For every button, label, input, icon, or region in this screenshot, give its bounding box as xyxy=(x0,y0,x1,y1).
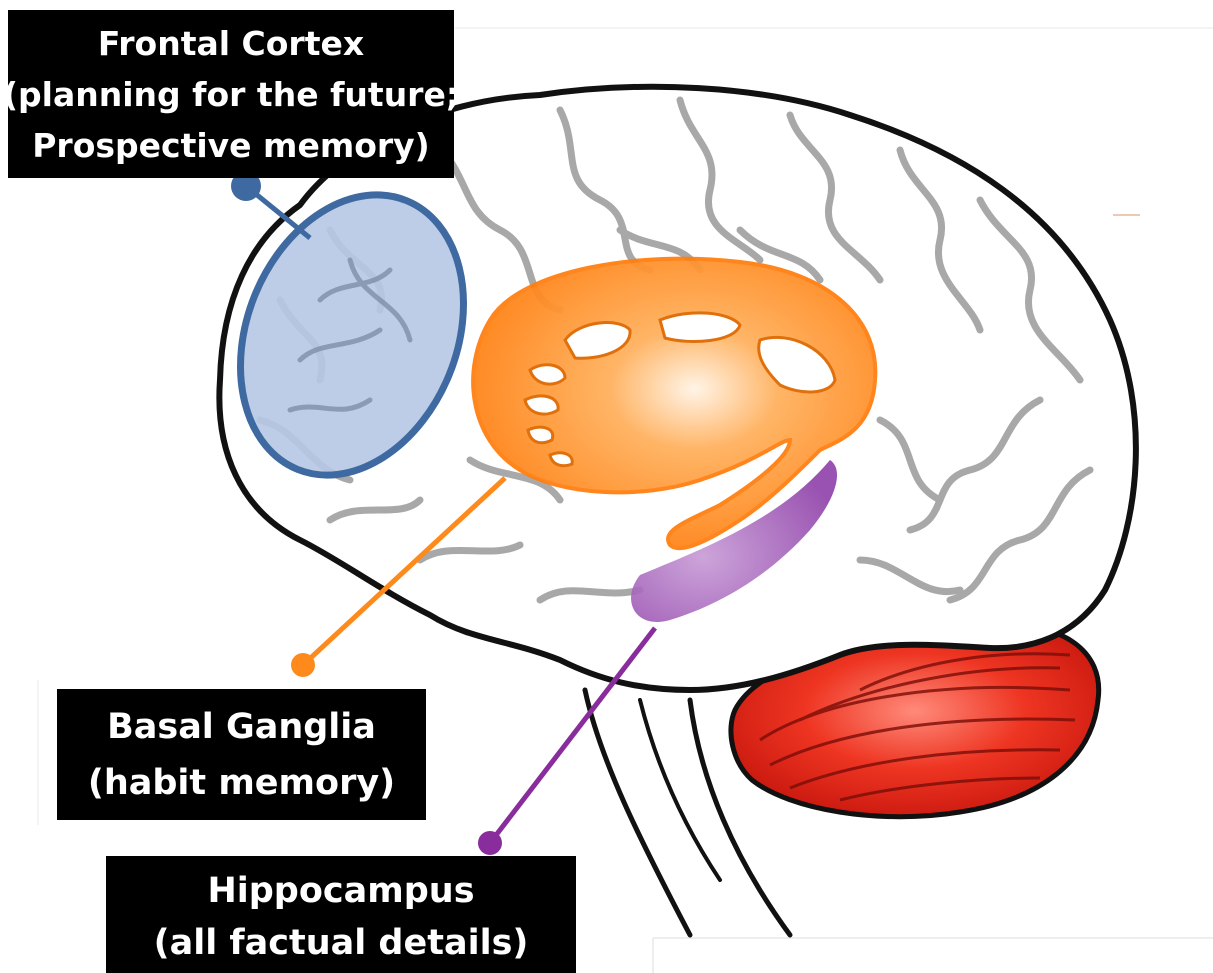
frontal-cortex-title: Frontal Cortex xyxy=(98,18,364,69)
hippo-leader-dot xyxy=(478,831,502,855)
basal-leader-dot xyxy=(291,653,315,677)
basal-ganglia-label: Basal Ganglia (habit memory) xyxy=(57,689,426,820)
basal-ganglia-desc: (habit memory) xyxy=(88,755,395,811)
frontal-cortex-desc-line2: Prospective memory) xyxy=(32,120,430,171)
hippocampus-label: Hippocampus (all factual details) xyxy=(106,856,576,973)
brain-stem-inner xyxy=(640,700,720,880)
frontal-cortex-label: Frontal Cortex (planning for the future;… xyxy=(8,10,454,178)
hippocampus-desc: (all factual details) xyxy=(154,917,529,969)
hippocampus-title: Hippocampus xyxy=(207,865,474,917)
frontal-cortex-desc-line1: (planning for the future; xyxy=(3,69,459,120)
basal-ganglia-title: Basal Ganglia xyxy=(107,699,376,755)
